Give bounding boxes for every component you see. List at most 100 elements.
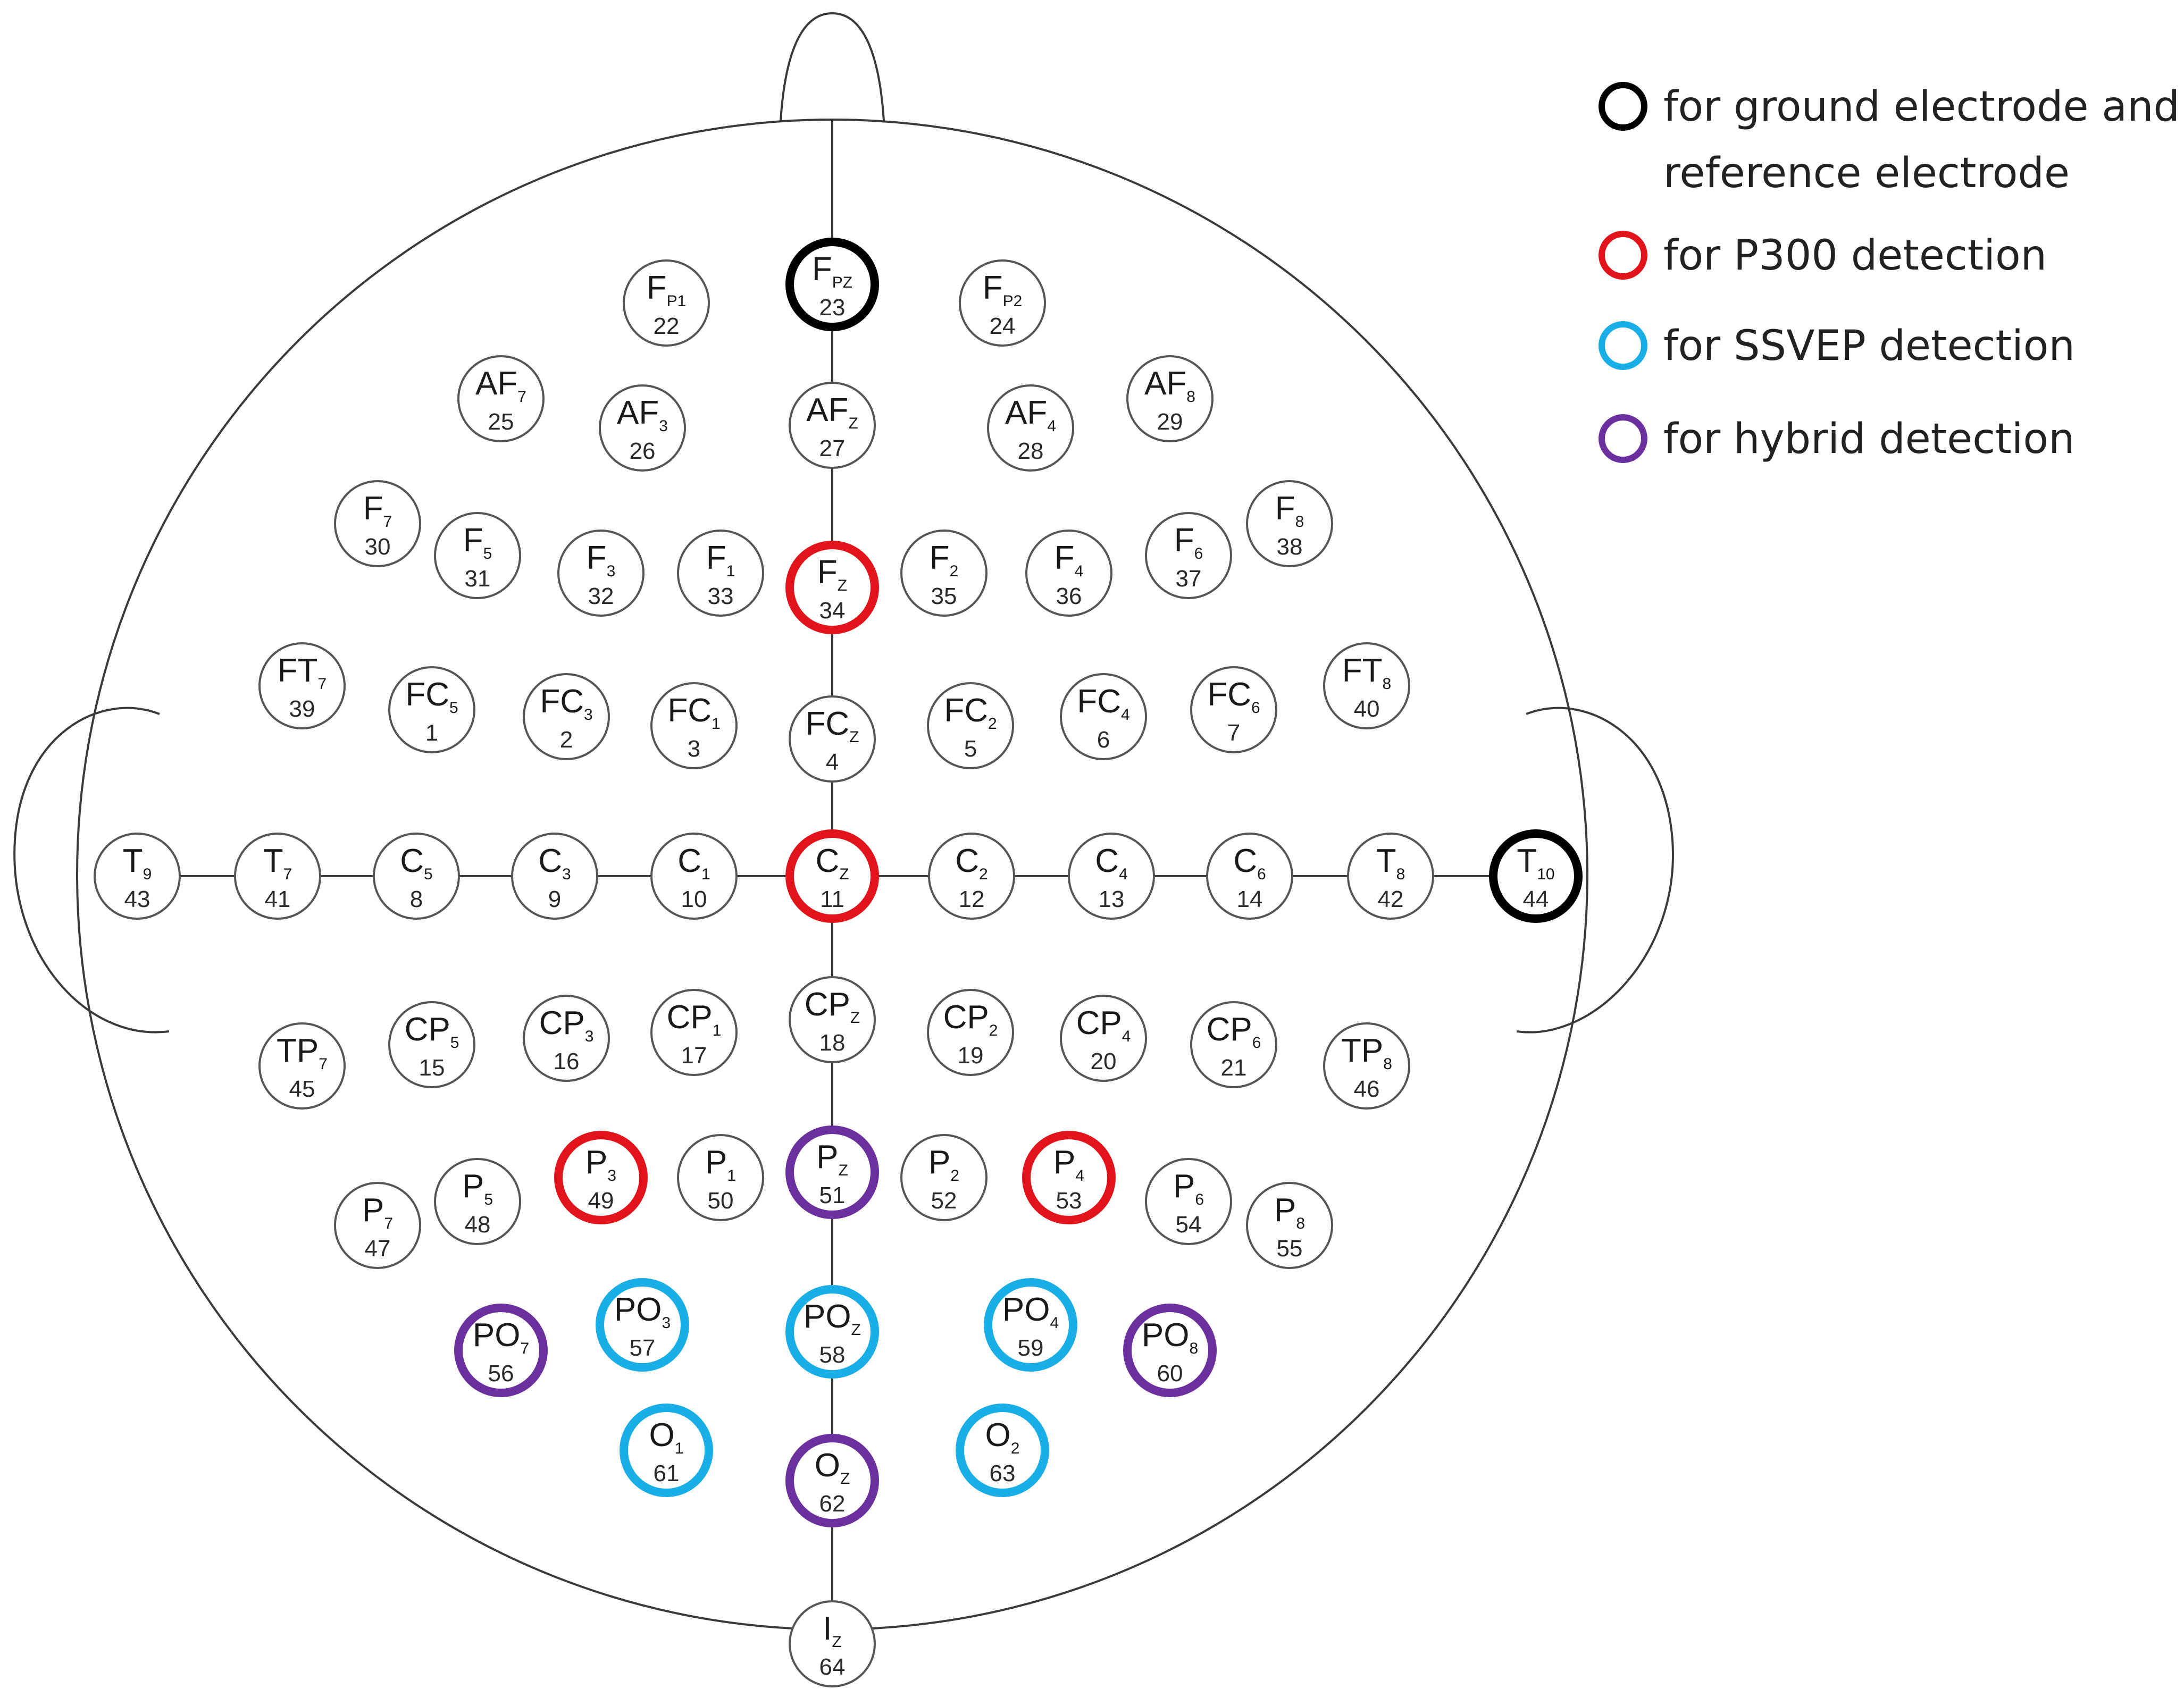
electrode-ring — [457, 355, 545, 442]
electrode-number: 10 — [681, 886, 707, 912]
electrode-label: P6 — [1173, 1168, 1204, 1208]
electrode-number: 2 — [560, 727, 573, 753]
electrode-label: C3 — [538, 843, 571, 883]
electrode-c5: C58 — [373, 833, 460, 920]
electrode-ring — [900, 1134, 988, 1221]
electrode-label: OZ — [815, 1447, 850, 1488]
electrode-label: FP2 — [983, 270, 1023, 310]
electrode-number: 24 — [990, 313, 1016, 339]
electrode-number: 13 — [1099, 886, 1125, 912]
electrode-number: 1 — [425, 720, 438, 746]
electrode-number: 9 — [548, 886, 561, 912]
electrode-label: POZ — [804, 1298, 861, 1339]
electrode-label: FP1 — [647, 270, 687, 310]
electrode-ring — [927, 989, 1014, 1076]
electrode-ring — [1068, 833, 1155, 920]
electrode-label: FC5 — [405, 676, 458, 717]
electrode-number: 25 — [488, 409, 514, 435]
electrode-ring — [789, 1600, 876, 1687]
electrode-number: 5 — [964, 736, 977, 762]
electrode-ring — [1145, 512, 1232, 599]
electrode-number: 23 — [819, 295, 846, 321]
electrode-label: PO8 — [1142, 1317, 1198, 1357]
electrode-label: C5 — [400, 843, 432, 883]
electrode-ring — [1206, 833, 1293, 920]
electrode-number: 45 — [289, 1076, 315, 1102]
electrode-label: T9 — [123, 843, 152, 883]
legend-swatch — [1599, 321, 1647, 370]
electrode-ring — [334, 480, 421, 567]
electrode-ring — [1060, 995, 1147, 1082]
legend-item-ssvep: for SSVEP detection — [1599, 321, 2075, 370]
electrode-ring — [1126, 355, 1214, 442]
electrode-label: F8 — [1275, 490, 1304, 531]
electrode-label: FT7 — [278, 652, 327, 693]
electrode-ring — [373, 833, 460, 920]
electrode-label: P1 — [705, 1144, 736, 1184]
legend-swatch — [1599, 82, 1647, 131]
electrode-number: 43 — [124, 886, 150, 912]
electrode-number: 55 — [1277, 1236, 1303, 1262]
electrode-number: 15 — [419, 1055, 445, 1081]
right-ear-outline — [1516, 707, 1674, 1034]
electrode-ring — [94, 833, 181, 920]
electrode-number: 30 — [365, 534, 391, 560]
electrode-ring — [789, 382, 876, 469]
legend-swatch — [1599, 231, 1647, 280]
electrode-label: FC3 — [540, 683, 592, 724]
electrode-ring — [554, 1131, 648, 1224]
electrode-ring — [258, 1022, 346, 1110]
electrode-ring — [1190, 1001, 1277, 1088]
electrode-ring — [599, 384, 686, 472]
electrode-label: C1 — [677, 843, 710, 883]
electrode-number: 41 — [265, 886, 291, 912]
electrode-ring — [1025, 530, 1112, 617]
electrode-label: AF3 — [617, 394, 668, 435]
electrode-number: 53 — [1056, 1188, 1082, 1214]
electrode-label: P5 — [462, 1168, 493, 1208]
electrode-label: TP8 — [1341, 1032, 1392, 1073]
electrode-number: 51 — [819, 1182, 846, 1208]
electrode-label: FC1 — [667, 692, 720, 733]
electrode-number: 42 — [1378, 886, 1404, 912]
electrode-label: F5 — [463, 522, 492, 562]
electrode-label: FC4 — [1077, 683, 1129, 724]
electrode-number: 20 — [1091, 1048, 1117, 1074]
electrode-ring — [388, 1001, 475, 1088]
electrode-ring — [1246, 480, 1333, 567]
legend-item-p300: for P300 detection — [1599, 231, 2047, 280]
electrode-number: 60 — [1157, 1360, 1183, 1387]
electrode-number: 7 — [1227, 720, 1240, 746]
electrode-number: 14 — [1237, 886, 1263, 912]
electrode-label: AFZ — [806, 392, 858, 432]
electrode-ring — [1347, 833, 1434, 920]
electrode-label: T10 — [1517, 843, 1554, 883]
electrode-ring — [785, 541, 879, 634]
electrode-number: 64 — [819, 1654, 846, 1680]
electrode-label: T7 — [263, 843, 292, 883]
electrode-number: 27 — [819, 435, 846, 461]
